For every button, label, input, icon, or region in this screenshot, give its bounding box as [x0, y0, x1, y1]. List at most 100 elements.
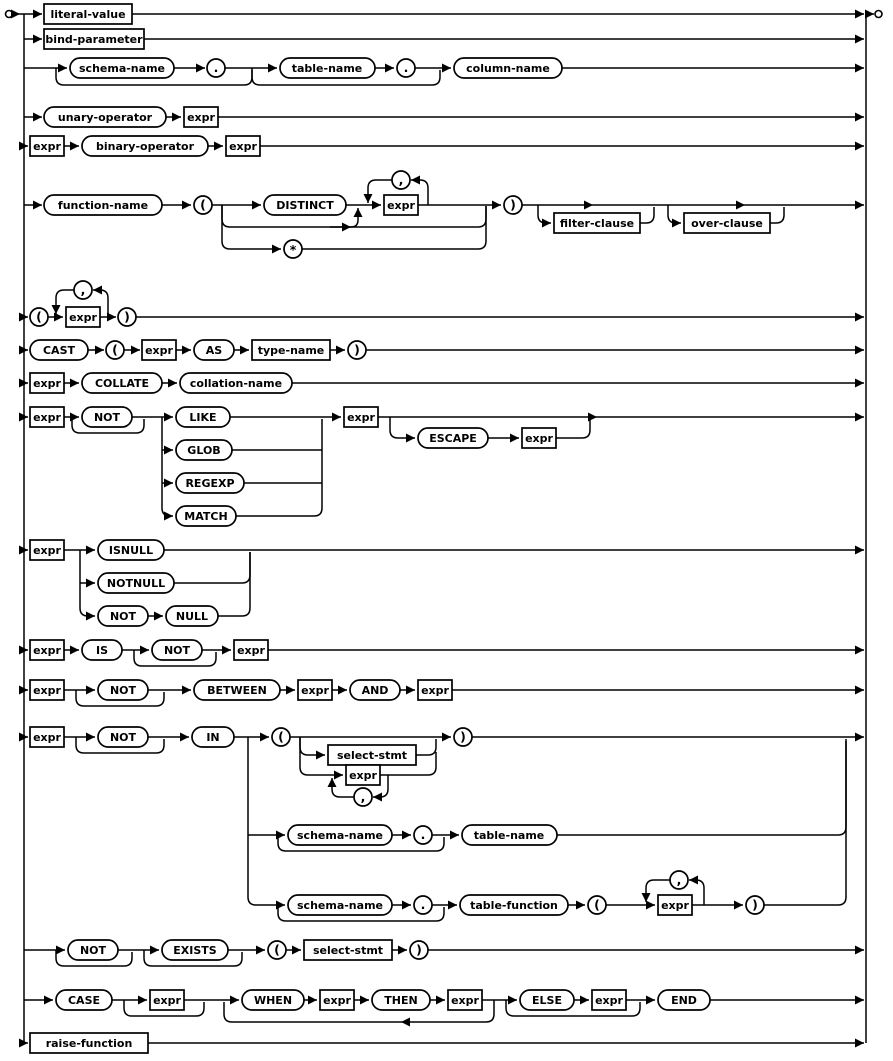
- terminal-table-name: table-name: [279, 57, 376, 79]
- node-box: [459, 894, 569, 916]
- nonterminal-expr[interactable]: expr: [29, 539, 65, 561]
- nonterminal-expr[interactable]: expr: [149, 989, 185, 1011]
- node-box[interactable]: [521, 427, 557, 449]
- node-box[interactable]: [141, 339, 177, 361]
- terminal-collation-name: collation-name: [179, 372, 293, 394]
- node-box[interactable]: [233, 639, 269, 661]
- node-box[interactable]: [553, 212, 641, 234]
- nonterminal-expr[interactable]: expr: [225, 135, 261, 157]
- node-box[interactable]: [225, 135, 261, 157]
- nonterminal-expr[interactable]: expr: [65, 306, 101, 328]
- nonterminal-expr[interactable]: expr: [141, 339, 177, 361]
- nonterminal-expr[interactable]: expr: [29, 372, 65, 394]
- node-box: [97, 679, 149, 701]
- node-box[interactable]: [43, 28, 145, 50]
- node-box: [279, 57, 376, 79]
- terminal-comma: ,: [669, 870, 689, 890]
- node-box[interactable]: [149, 989, 185, 1011]
- node-box: [81, 639, 123, 661]
- node-box[interactable]: [29, 1032, 149, 1054]
- nonterminal-expr[interactable]: expr: [447, 989, 483, 1011]
- nonterminal-expr[interactable]: expr: [29, 726, 65, 748]
- nonterminal-filter-clause[interactable]: filter-clause: [553, 212, 641, 234]
- node-box[interactable]: [29, 679, 65, 701]
- node-label: expr: [451, 994, 479, 1007]
- node-box[interactable]: [297, 679, 333, 701]
- nonterminal-expr[interactable]: expr: [343, 406, 379, 428]
- nonterminal-type-name[interactable]: type-name: [251, 339, 331, 361]
- nonterminal-expr[interactable]: expr: [297, 679, 333, 701]
- node-box[interactable]: [29, 726, 65, 748]
- nonterminal-expr[interactable]: expr: [319, 989, 355, 1011]
- node-box[interactable]: [343, 406, 379, 428]
- node-box[interactable]: [251, 339, 331, 361]
- node-label: expr: [153, 994, 181, 1007]
- terminal-schema-name: schema-name: [69, 57, 175, 79]
- node-label: NOT: [164, 644, 191, 657]
- nonterminal-over-clause[interactable]: over-clause: [683, 212, 771, 234]
- node-box[interactable]: [29, 406, 65, 428]
- node-box[interactable]: [657, 894, 693, 916]
- node-label: NOT: [110, 731, 137, 744]
- node-label: schema-name: [79, 62, 165, 75]
- node-label: expr: [33, 644, 61, 657]
- nonterminal-expr[interactable]: expr: [29, 406, 65, 428]
- node-box[interactable]: [29, 372, 65, 394]
- node-box[interactable]: [183, 106, 219, 128]
- terminal-rparen: ): [453, 727, 473, 747]
- nonterminal-raise-function[interactable]: raise-function: [29, 1032, 149, 1054]
- node-label: NULL: [176, 610, 208, 623]
- terminal-escape: ESCAPE: [417, 427, 489, 449]
- node-box[interactable]: [65, 306, 101, 328]
- terminal-rparen: ): [745, 895, 765, 915]
- terminal-star: *: [283, 239, 303, 259]
- nonterminal-expr[interactable]: expr: [183, 106, 219, 128]
- node-box: [161, 939, 229, 961]
- nonterminal-expr[interactable]: expr: [29, 135, 65, 157]
- nonterminal-expr[interactable]: expr: [233, 639, 269, 661]
- node-box[interactable]: [43, 3, 133, 25]
- nonterminal-expr[interactable]: expr: [345, 764, 381, 786]
- node-box[interactable]: [29, 639, 65, 661]
- node-box: [587, 895, 607, 915]
- node-box[interactable]: [383, 194, 419, 216]
- nonterminal-literal-value[interactable]: literal-value: [43, 3, 133, 25]
- node-box[interactable]: [29, 539, 65, 561]
- nonterminal-expr[interactable]: expr: [29, 679, 65, 701]
- terminal-column-name: column-name: [453, 57, 563, 79]
- terminal-not: NOT: [97, 679, 149, 701]
- node-label: *: [290, 242, 297, 257]
- node-box[interactable]: [345, 764, 381, 786]
- node-label: (: [36, 309, 42, 324]
- node-label: expr: [237, 644, 265, 657]
- terminal-notnull: NOTNULL: [97, 572, 175, 594]
- nonterminal-expr[interactable]: expr: [591, 989, 627, 1011]
- nonterminal-expr[interactable]: expr: [383, 194, 419, 216]
- nonterminal-expr[interactable]: expr: [417, 679, 453, 701]
- end-terminal-icon: [874, 9, 883, 19]
- node-box[interactable]: [319, 989, 355, 1011]
- node-label: BETWEEN: [207, 684, 267, 697]
- nonterminal-expr[interactable]: expr: [521, 427, 557, 449]
- terminal-and: AND: [349, 679, 401, 701]
- nonterminal-select-stmt[interactable]: select-stmt: [327, 744, 417, 766]
- nonterminal-select-stmt[interactable]: select-stmt: [303, 939, 393, 961]
- node-box[interactable]: [591, 989, 627, 1011]
- node-box[interactable]: [683, 212, 771, 234]
- node-box: [413, 895, 433, 915]
- node-label: ESCAPE: [429, 432, 477, 445]
- node-label: over-clause: [691, 217, 763, 230]
- nonterminal-expr[interactable]: expr: [29, 639, 65, 661]
- nonterminal-bind-parameter[interactable]: bind-parameter: [43, 28, 145, 50]
- node-label: LIKE: [189, 411, 216, 424]
- terminal-rparen: ): [503, 195, 523, 215]
- node-label: filter-clause: [560, 217, 634, 230]
- nonterminal-expr[interactable]: expr: [657, 894, 693, 916]
- node-box[interactable]: [417, 679, 453, 701]
- node-box: [193, 339, 235, 361]
- node-box[interactable]: [447, 989, 483, 1011]
- terminal-lparen: (: [267, 940, 287, 960]
- node-box[interactable]: [29, 135, 65, 157]
- terminal-comma: ,: [353, 787, 373, 807]
- node-box[interactable]: [303, 939, 393, 961]
